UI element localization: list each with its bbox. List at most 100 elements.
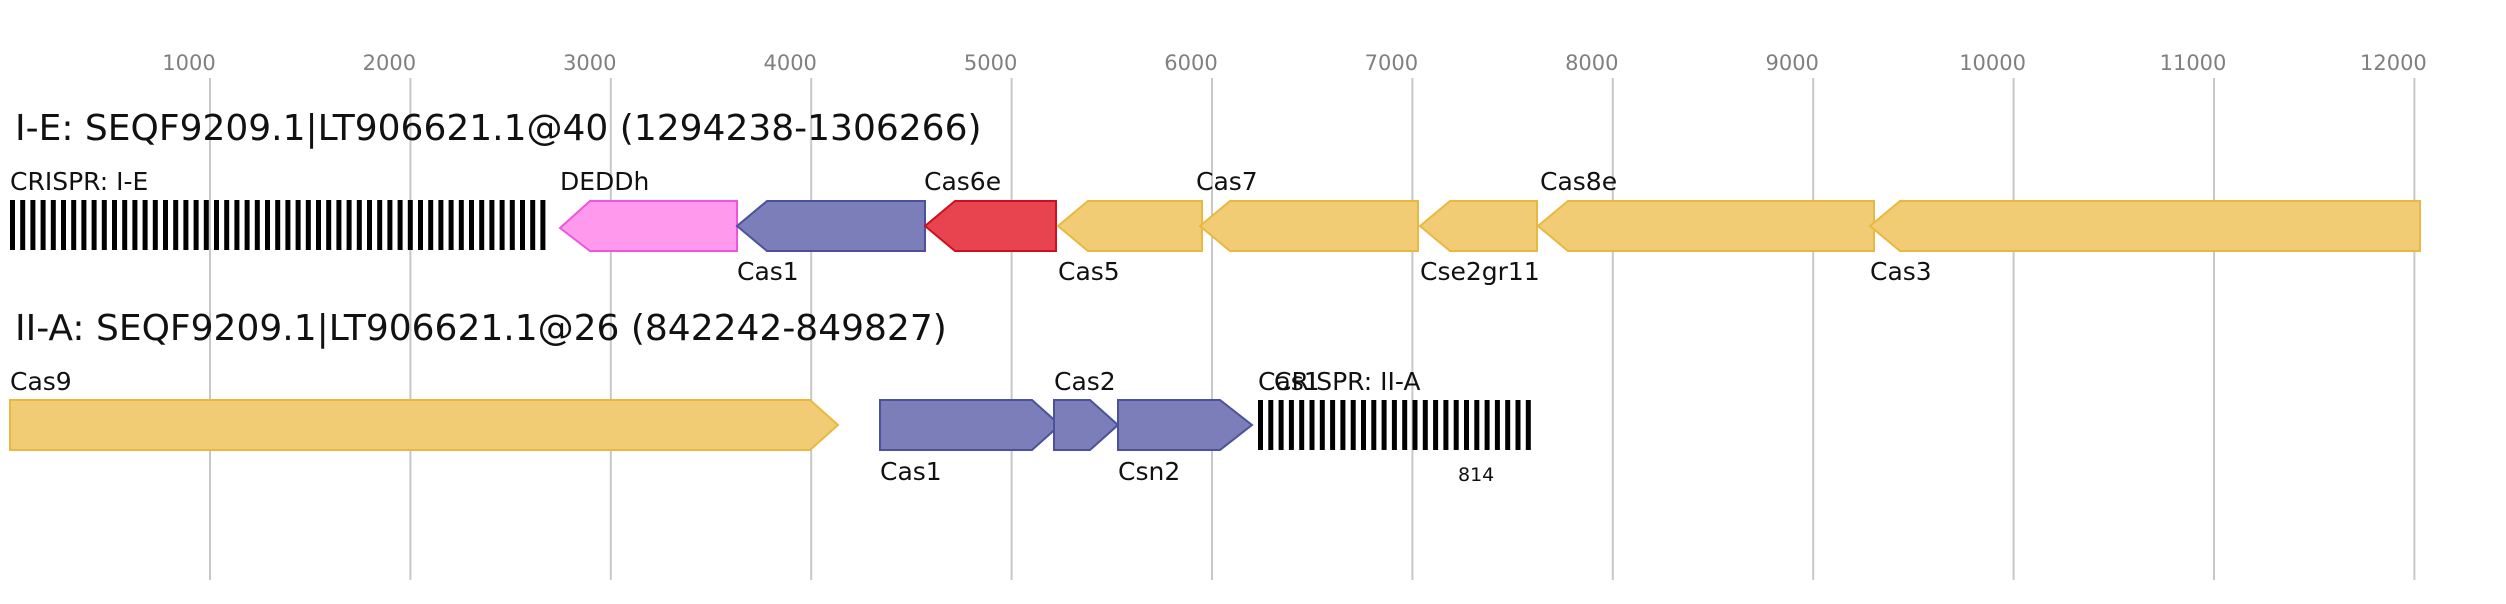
gene-cas9[interactable] xyxy=(9,399,840,451)
crispr-repeat xyxy=(336,200,342,250)
gene-cse2gr11-label: Cse2gr11 xyxy=(1420,257,1540,286)
crispr-repeat xyxy=(479,200,485,250)
crispr-repeat xyxy=(316,200,321,250)
crispr-repeat xyxy=(489,200,495,250)
crispr-repeat xyxy=(81,200,87,250)
crispr-repeat xyxy=(438,200,444,250)
crispr-repeat xyxy=(397,200,403,250)
crispr-repeat xyxy=(1474,400,1480,450)
crispr-repeat xyxy=(71,200,77,250)
crispr-repeat xyxy=(234,200,240,250)
crispr-repeat xyxy=(224,200,230,250)
crispr-repeat xyxy=(346,200,352,250)
gene-cas6e[interactable] xyxy=(923,200,1057,252)
locus-2-title: II-A: SEQF9209.1|LT906621.1@26 (842242-8… xyxy=(15,308,947,349)
axis-tick-label: 9000 xyxy=(1765,51,1818,75)
gene-cas2[interactable] xyxy=(1053,399,1120,451)
axis-tick-label: 1000 xyxy=(162,51,215,75)
crispr-repeat xyxy=(173,200,179,250)
crispr-repeat xyxy=(1340,400,1346,450)
crispr-repeat xyxy=(356,200,362,250)
crispr-repeat xyxy=(1484,400,1490,450)
crispr-repeat xyxy=(1299,400,1305,450)
crispr-repeat xyxy=(1443,400,1449,450)
crispr-repeat xyxy=(387,200,393,250)
gene-cas3-label: Cas3 xyxy=(1870,257,1932,286)
crispr-repeat xyxy=(1515,400,1521,450)
gene-cas1-iia[interactable] xyxy=(879,399,1062,451)
crispr-repeat xyxy=(203,200,209,250)
crispr-repeat xyxy=(367,200,372,250)
axis-tick-label: 10000 xyxy=(1959,51,2026,75)
crispr-repeat xyxy=(1402,400,1408,450)
axis-tick-label: 3000 xyxy=(563,51,616,75)
gene-cas1-ie-label: Cas1 xyxy=(737,257,799,286)
crispr-repeat xyxy=(1278,400,1284,450)
crispr-repeat xyxy=(1350,400,1356,450)
crispr-repeat xyxy=(20,200,26,250)
gene-cas6e-label: Cas6e xyxy=(924,167,1001,196)
crispr-repeat xyxy=(418,200,423,250)
gene-cas2-label: Cas2 xyxy=(1054,367,1116,396)
crispr-repeat xyxy=(1505,400,1511,450)
crispr-repeat xyxy=(499,200,505,250)
crispr-repeat xyxy=(1391,400,1397,450)
crispr-repeat xyxy=(1361,400,1366,450)
crispr-repeat xyxy=(520,200,525,250)
crispr-array-2-overlap-label: Cas1 xyxy=(1258,367,1320,396)
crispr-repeat xyxy=(458,200,464,250)
crispr-repeat xyxy=(407,200,413,250)
locus-1: I-E: SEQF9209.1|LT906621.1@40 (1294238-1… xyxy=(10,108,2421,286)
gene-deddh-label: DEDDh xyxy=(560,167,649,196)
crispr-array-2-label: CRISPR: II-A xyxy=(1274,367,1420,396)
coordinate-grid xyxy=(209,78,2416,580)
crispr-repeat xyxy=(326,200,332,250)
gene-cas1-ie[interactable] xyxy=(735,200,926,252)
crispr-repeat xyxy=(50,200,56,250)
axis-tick-label: 11000 xyxy=(2160,51,2227,75)
crispr-array-2 xyxy=(1258,400,1531,450)
gene-cas5[interactable] xyxy=(1056,200,1203,252)
gene-cas1-iia-label: Cas1 xyxy=(880,457,942,486)
axis-tick-label: 2000 xyxy=(363,51,416,75)
gene-cse2gr11[interactable] xyxy=(1418,200,1538,252)
crispr-repeat xyxy=(1453,400,1459,450)
crispr-repeat xyxy=(1381,400,1387,450)
crispr-repeat xyxy=(1258,400,1263,450)
gene-csn2[interactable] xyxy=(1117,399,1254,451)
gene-cas9-label: Cas9 xyxy=(10,367,72,396)
axis-tick-label: 4000 xyxy=(763,51,816,75)
crispr-repeat xyxy=(112,200,117,250)
axis-tick-label: 6000 xyxy=(1164,51,1217,75)
gene-deddh[interactable] xyxy=(558,200,738,252)
locus-2: II-A: SEQF9209.1|LT906621.1@26 (842242-8… xyxy=(9,308,1531,486)
crispr-repeat xyxy=(1525,400,1531,450)
gene-cas7-label: Cas7 xyxy=(1196,167,1258,196)
crispr-array-2-count: 814 xyxy=(1458,464,1494,486)
axis-tick-label: 8000 xyxy=(1565,51,1618,75)
crispr-repeat xyxy=(428,200,434,250)
crispr-repeat xyxy=(1330,400,1336,450)
gene-cas7[interactable] xyxy=(1198,200,1419,252)
crispr-repeat xyxy=(1309,400,1315,450)
crispr-repeat xyxy=(254,200,260,250)
axis-tick-label: 7000 xyxy=(1365,51,1418,75)
crispr-repeat xyxy=(1319,400,1325,450)
crispr-repeat xyxy=(40,200,46,250)
gene-csn2-label: Csn2 xyxy=(1118,457,1180,486)
crispr-repeat xyxy=(61,200,66,250)
crispr-repeat xyxy=(265,200,270,250)
crispr-repeat xyxy=(91,200,97,250)
crispr-repeat xyxy=(1371,400,1377,450)
coordinate-axis: 1000 2000 3000 4000 5000 6000 7000 8000 9000 1000… xyxy=(162,51,2427,75)
crispr-repeat xyxy=(469,200,474,250)
crispr-repeat xyxy=(1288,400,1294,450)
gene-cas8e[interactable] xyxy=(1536,200,1875,252)
crispr-repeat xyxy=(1268,400,1274,450)
axis-tick-label: 5000 xyxy=(964,51,1017,75)
gene-cas3[interactable] xyxy=(1868,200,2421,252)
crispr-array-1 xyxy=(10,200,546,250)
crispr-repeat xyxy=(305,200,311,250)
